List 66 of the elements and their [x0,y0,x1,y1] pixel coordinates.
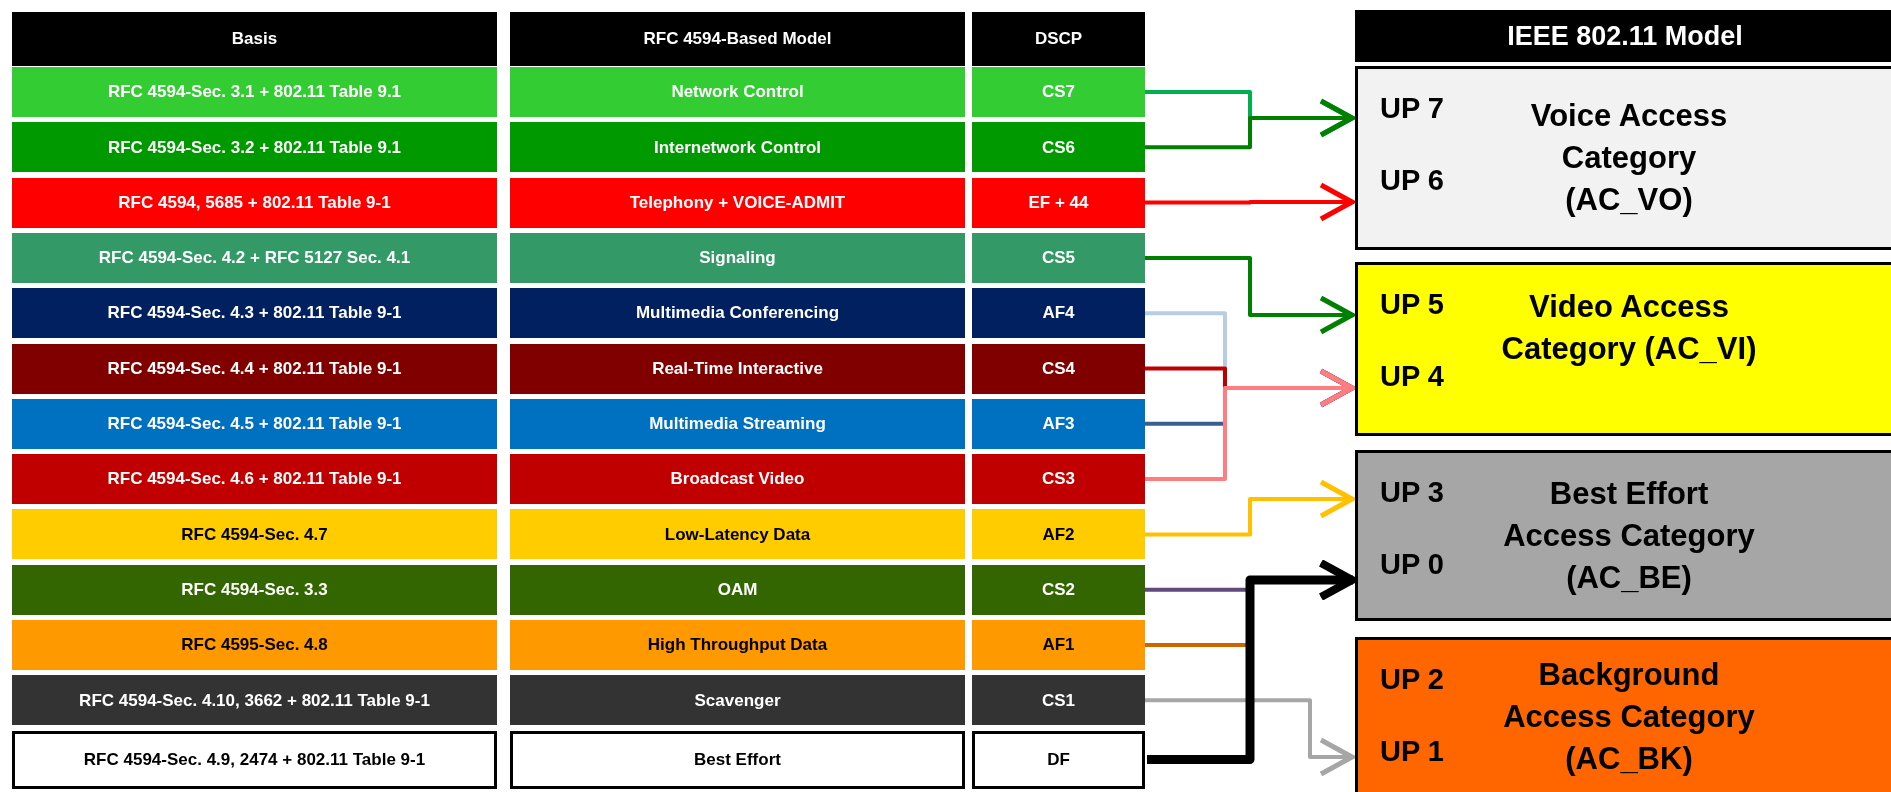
category-title: Background Access Category (AC_BK) [1502,656,1756,778]
table-cell: CS4 [972,343,1145,394]
table-cell: Telephony + VOICE-ADMIT [510,177,965,228]
connector-arrow [1145,368,1355,482]
connector-arrow [1147,559,1356,765]
table-cell: RFC 4594-Sec. 3.1 + 802.11 Table 9.1 [12,67,497,117]
table-cell: RFC 4594-Sec. 4.5 + 802.11 Table 9-1 [12,398,497,449]
table-cell: CS7 [972,67,1145,117]
table-cell: CS6 [972,122,1145,173]
table-cell: Multimedia Streaming [510,398,965,449]
connector-arrow [1145,698,1355,777]
table-cell: RFC 4594-Sec. 4.10, 3662 + 802.11 Table 9-1 [12,675,497,726]
table-cell: RFC 4594-Sec. 4.6 + 802.11 Table 9-1 [12,454,497,505]
category-title: Best Effort Access Category (AC_BE) [1502,474,1756,597]
user-priority-label: UP 4 [1380,359,1444,394]
user-priority-label: UP 7 [1380,91,1444,126]
table-cell: Best Effort [510,730,965,789]
user-priority-label: UP 3 [1380,475,1444,510]
table-cell: DF [972,730,1145,789]
table-cell: RFC 4594-Sec. 3.3 [12,564,497,615]
user-priority-label: UP 5 [1380,287,1444,322]
table-cell: Network Control [510,67,965,117]
user-priority-label: UP 1 [1380,734,1444,769]
access-category-box [1355,637,1891,792]
table-cell: CS2 [972,564,1145,615]
category-title: Voice Access Category (AC_VO) [1529,97,1729,219]
connector-arrow [1145,182,1355,222]
table-cell: AF4 [972,288,1145,339]
table-cell: Scavenger [510,675,965,726]
access-category-box [1355,450,1891,621]
table-cell: RFC 4594, 5685 + 802.11 Table 9-1 [12,177,497,228]
connector-arrow [1145,255,1355,335]
header-cell: IEEE 802.11 Model [1355,10,1891,62]
table-cell: Multimedia Conferencing [510,288,965,339]
table-cell: Signaling [510,232,965,283]
table-cell: RFC 4595-Sec. 4.8 [12,620,497,670]
connector-arrow [1145,479,1355,537]
user-priority-label: UP 0 [1380,547,1444,582]
table-cell: OAM [510,564,965,615]
table-cell: RFC 4594-Sec. 4.2 + RFC 5127 Sec. 4.1 [12,232,497,283]
header-cell: DSCP [972,12,1145,66]
table-cell: Broadcast Video [510,454,965,505]
table-cell: AF2 [972,509,1145,560]
table-cell: Real-Time Interactive [510,343,965,394]
table-cell: RFC 4594-Sec. 4.4 + 802.11 Table 9-1 [12,343,497,394]
table-cell: RFC 4594-Sec. 4.3 + 802.11 Table 9-1 [12,288,497,339]
table-cell: RFC 4594-Sec. 4.9, 2474 + 802.11 Table 9-1 [12,730,497,789]
table-cell: EF + 44 [972,177,1145,228]
table-cell: RFC 4594-Sec. 3.2 + 802.11 Table 9.1 [12,122,497,173]
table-cell: CS1 [972,675,1145,726]
table-cell: RFC 4594-Sec. 4.7 [12,509,497,560]
table-cell: CS3 [972,454,1145,505]
user-priority-label: UP 2 [1380,662,1444,697]
table-cell: Low-Latency Data [510,509,965,560]
user-priority-label: UP 6 [1380,163,1444,198]
table-cell: Internetwork Control [510,122,965,173]
header-cell: Basis [12,12,497,66]
access-category-box [1355,262,1891,436]
header-cell: RFC 4594-Based Model [510,12,965,66]
table-cell: AF3 [972,398,1145,449]
access-category-box [1355,66,1891,250]
table-cell: CS5 [972,232,1145,283]
table-cell: AF1 [972,620,1145,670]
table-cell: High Throughput Data [510,620,965,670]
connector-arrow [1145,98,1355,150]
category-title: Video Access Category (AC_VI) [1500,288,1758,368]
